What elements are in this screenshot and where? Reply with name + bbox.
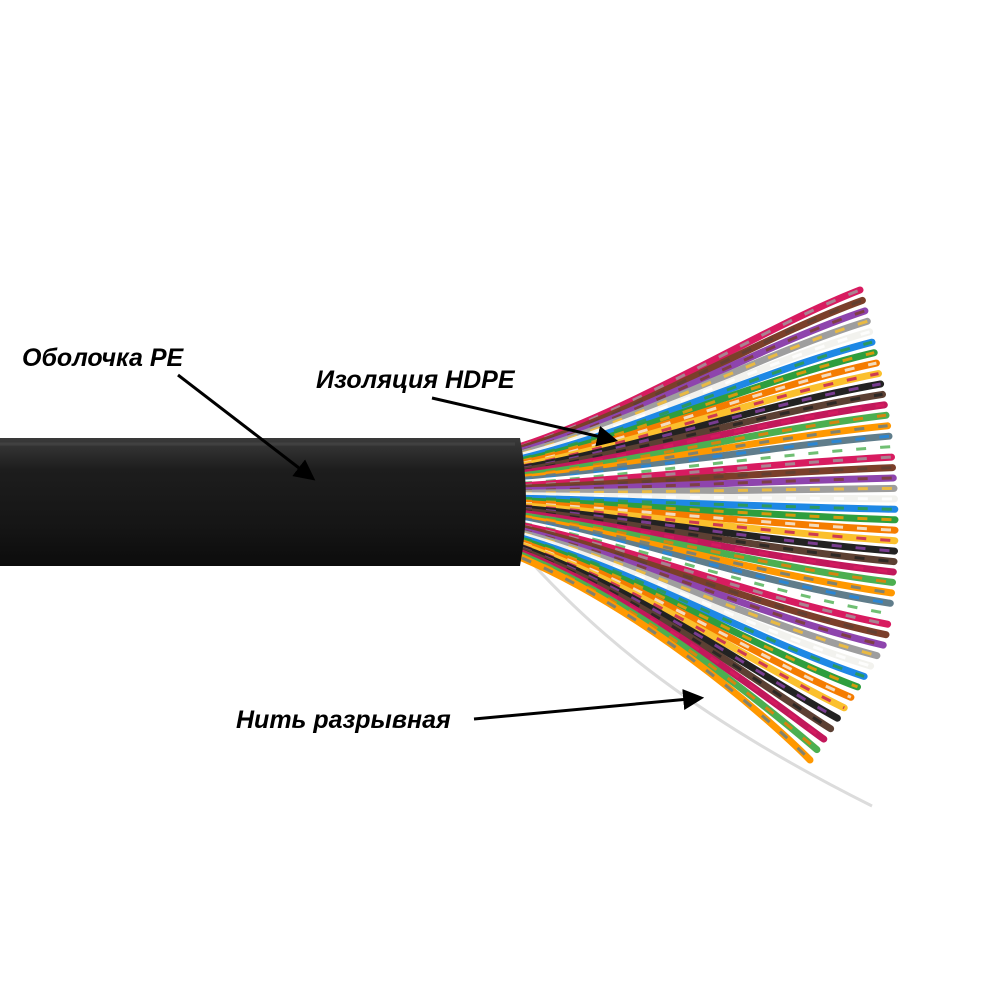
insulation-arrow [431,396,619,447]
label-insulation-hdpe: Изоляция HDPE [316,366,515,394]
cable-sheath [0,438,526,566]
label-sheath-pe: Оболочка PE [22,344,184,372]
wire-twist [521,434,890,483]
wire-twist [521,501,896,532]
wire-twist [521,504,895,543]
label-rip-thread: Нить разрывная [236,706,451,734]
wire-twist [521,556,812,762]
wire-twist [521,424,888,480]
wire-twist [521,499,896,522]
wire-twist [521,455,892,488]
wire-twist [521,506,895,553]
wire-twist [521,445,891,485]
wire-twist [521,403,885,475]
wire-twist [521,413,887,478]
wire-twist [521,494,895,501]
rip-thread [520,551,873,808]
wire-twist [521,496,895,511]
wire-twist [521,486,895,495]
wire-bundle [518,286,899,764]
thread-arrow [473,689,705,721]
wire-twist [521,476,894,493]
wire-twist [521,466,893,490]
sheath-arrow [177,373,316,481]
